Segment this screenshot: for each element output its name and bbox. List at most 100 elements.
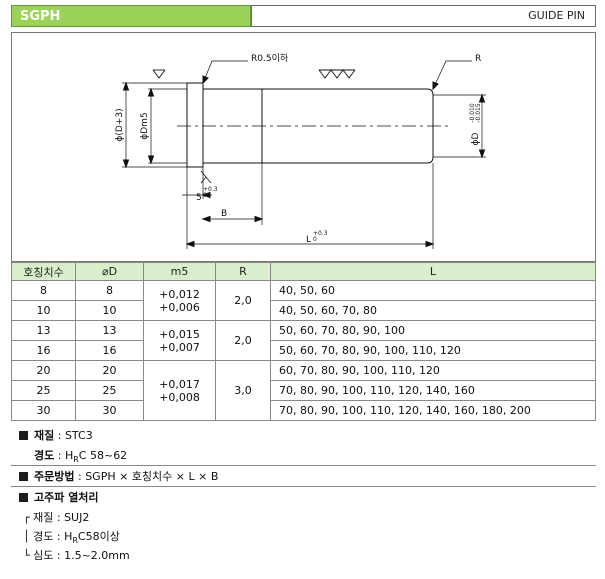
m5-lower: +0,007: [159, 340, 200, 354]
label-tol-d-upper: -0.010: [469, 103, 476, 123]
table-row: 20 20 +0,017 +0,008 3,0 60, 70, 80, 90, …: [11, 360, 596, 421]
cell-d: 13: [75, 320, 144, 341]
label-phi-dm5: ϕDm5: [140, 112, 150, 139]
cell-nominal: 10: [11, 300, 76, 321]
m5-upper: +0,015: [159, 327, 200, 341]
label-r05: R0.5이하: [251, 53, 289, 64]
surface-finish-top-icon: [152, 69, 166, 79]
header: SGPH GUIDE PIN: [11, 5, 596, 29]
cell-l: 40, 50, 60: [270, 280, 596, 301]
hf-depth-row: └ 심도 : 1.5~2.0mm: [23, 549, 130, 562]
cell-d: 25: [75, 380, 144, 401]
col-header-r: R: [215, 262, 271, 281]
hardness-row: 경도 : HRC 58~62: [34, 449, 128, 465]
label-five-tol2: 0: [203, 192, 207, 199]
hf-depth-label: 심도: [33, 549, 54, 562]
label-l: L: [306, 235, 311, 245]
label-l-tol: +0.3: [313, 230, 328, 237]
table-row: 13 13 +0,015 +0,007 2,0 50, 60, 70, 80, …: [11, 320, 596, 361]
hardness-label: 경도: [34, 449, 55, 462]
m5-lower: +0,006: [159, 300, 200, 314]
datasheet: SGPH GUIDE PIN: [11, 5, 596, 568]
cell-nominal: 8: [11, 280, 76, 301]
material-label: 재질: [34, 429, 55, 442]
hardness-sub: R: [73, 455, 79, 465]
hf-hardness-label: 경도: [33, 530, 54, 543]
hf-material-value: SUJ2: [64, 511, 90, 524]
cell-r: 2,0: [215, 280, 271, 321]
order-row: 주문방법 : SGPH × 호칭치수 × L × B: [11, 468, 596, 484]
hf-title: 고주파 열처리: [34, 491, 99, 504]
technical-drawing: R0.5이하 R ϕ(D+3) ϕDm5 ϕD -0.010 -0.015 5 …: [11, 32, 596, 262]
table-row: 8 8 +0,012 +0,006 2,0 40, 50, 60: [11, 280, 596, 321]
label-phi-d3: ϕ(D+3): [115, 108, 125, 141]
label-b: B: [221, 209, 227, 219]
cell-l: 60, 70, 80, 90, 100, 110, 120: [270, 360, 596, 381]
leader-r: [432, 60, 472, 90]
bracket-mid-icon: │: [23, 530, 30, 543]
m5-upper: +0,017: [159, 377, 200, 391]
col-header-l: L: [270, 262, 596, 281]
hf-hardness-sub: R: [72, 536, 78, 546]
table-row: 30 30 70, 80, 90, 100, 110, 120, 140, 16…: [11, 400, 596, 421]
bullet-square-icon: [19, 472, 28, 481]
m5-upper: +0,012: [159, 287, 200, 301]
hardness-h: H: [64, 449, 74, 462]
cell-d: 10: [75, 300, 144, 321]
cell-d: 16: [75, 340, 144, 361]
guide-pin-drawing: R0.5이하 R ϕ(D+3) ϕDm5 ϕD -0.010 -0.015 5 …: [115, 53, 486, 249]
bracket-top-icon: ┌: [23, 511, 30, 524]
label-five: 5: [196, 193, 202, 203]
hardness-value: C 58~62: [78, 449, 128, 462]
label-phi-d: ϕD: [471, 133, 481, 146]
cell-l: 70, 80, 90, 100, 110, 120, 140, 160, 180…: [270, 400, 596, 421]
cell-d: 8: [75, 280, 144, 301]
cell-l: 70, 80, 90, 100, 110, 120, 140, 160: [270, 380, 596, 401]
order-value: SGPH × 호칭치수 × L × B: [85, 470, 219, 483]
hf-depth-value: 1.5~2.0mm: [64, 549, 130, 562]
table-header-row: 호칭치수 ⌀D m5 R L: [11, 262, 596, 281]
table-row: 16 16 50, 60, 70, 80, 90, 100, 110, 120: [11, 340, 596, 361]
cell-nominal: 25: [11, 380, 76, 401]
hf-hardness-value: C58이상: [77, 530, 120, 543]
cell-l: 40, 50, 60, 70, 80: [270, 300, 596, 321]
surface-finish-body-icon: [318, 69, 356, 79]
hf-hardness-row: │ 경도 : HRC58이상: [23, 530, 120, 546]
hf-title-row: 고주파 열처리: [11, 489, 596, 505]
label-l-tol2: 0: [313, 236, 317, 243]
bullet-square-icon: [19, 431, 28, 440]
col-header-m5: m5: [143, 262, 216, 281]
col-header-d: ⌀D: [75, 262, 144, 281]
cell-r: 3,0: [215, 360, 271, 421]
order-label: 주문방법: [34, 470, 75, 483]
table-row: 25 25 70, 80, 90, 100, 110, 120, 140, 16…: [11, 380, 596, 401]
label-tol-d-lower: -0.015: [475, 103, 482, 123]
cell-nominal: 30: [11, 400, 76, 421]
surface-finish-head-icon: [200, 170, 212, 184]
hf-material-label: 재질: [33, 511, 54, 524]
cell-nominal: 16: [11, 340, 76, 361]
table-row: 10 10 40, 50, 60, 70, 80: [11, 300, 596, 321]
material-value: STC3: [64, 429, 93, 442]
label-r: R: [475, 54, 481, 64]
label-five-tol: +0.3: [203, 186, 218, 193]
cell-m5: +0,017 +0,008: [143, 360, 216, 421]
hf-hardness-h: H: [64, 530, 73, 543]
cell-l: 50, 60, 70, 80, 90, 100: [270, 320, 596, 341]
bullet-square-icon: [19, 493, 28, 502]
cell-nominal: 20: [11, 360, 76, 381]
bracket-bottom-icon: └: [23, 549, 30, 562]
cell-nominal: 13: [11, 320, 76, 341]
hf-material-row: ┌ 재질 : SUJ2: [23, 511, 90, 524]
material-row: 재질 : STC3: [11, 427, 596, 443]
cell-r: 2,0: [215, 320, 271, 361]
product-code: SGPH: [11, 5, 251, 27]
cell-d: 20: [75, 360, 144, 381]
cell-l: 50, 60, 70, 80, 90, 100, 110, 120: [270, 340, 596, 361]
leader-r05: [202, 60, 248, 84]
cell-m5: +0,012 +0,006: [143, 280, 216, 321]
product-name: GUIDE PIN: [251, 5, 596, 27]
cell-m5: +0,015 +0,007: [143, 320, 216, 361]
col-header-nominal: 호칭치수: [11, 262, 76, 281]
pin-head: [186, 82, 204, 168]
